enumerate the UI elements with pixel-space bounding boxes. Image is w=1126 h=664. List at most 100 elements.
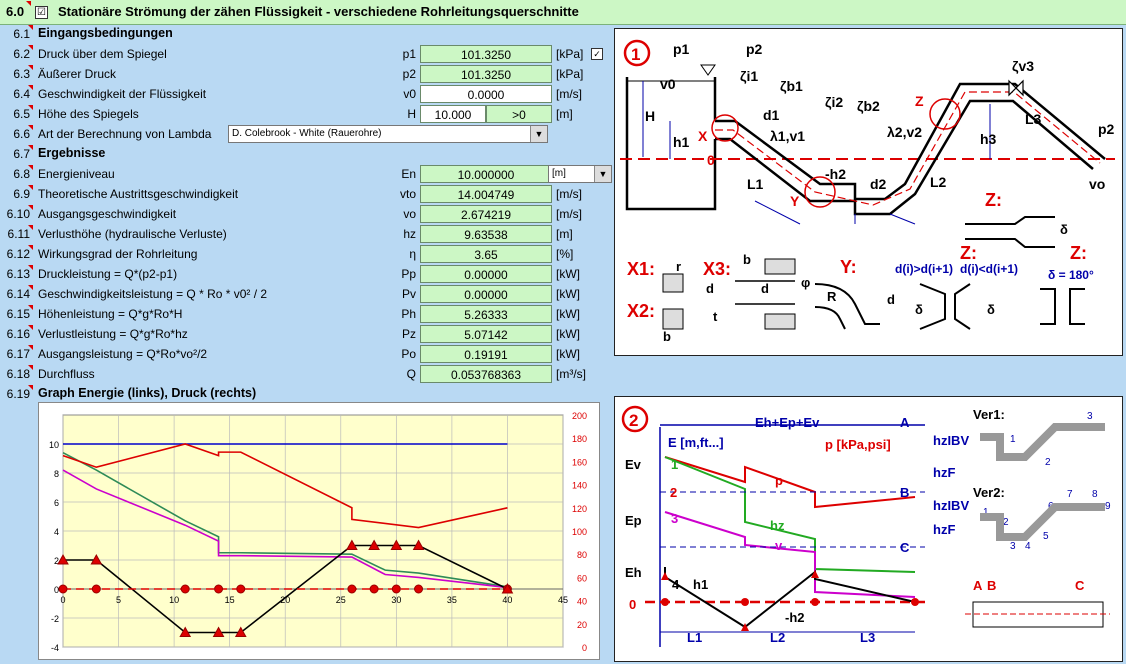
triangle-marker	[368, 539, 380, 550]
badge-circle	[623, 39, 651, 67]
svg-text:p1 p2 v0 ζi1 ζ: p1 p2 v0 ζi1 ζb1 ζi2 ζb2 ζv3 H h1 d1 λ1,…	[645, 41, 1118, 192]
section-checkbox[interactable]: ☑	[35, 6, 48, 19]
field-symbol: vo	[403, 207, 416, 221]
y-right-tick-label: 160	[572, 457, 587, 467]
comment-marker	[28, 85, 33, 90]
circle-marker	[214, 584, 224, 594]
triangle-marker	[57, 553, 69, 565]
field-label: Wirkungsgrad der Rohrleitung	[38, 247, 198, 261]
lambda-select[interactable]: D. Colebrook - White (Rauerohre)▼	[228, 125, 548, 143]
triangle-marker	[212, 626, 225, 637]
field-symbol: v0	[403, 87, 416, 101]
height-input[interactable]: 10.000	[420, 105, 486, 123]
result-value: 5.26333	[420, 305, 552, 323]
pipeline-diagram: 1 p1 p2 v0 ζi1 ζb1 ζi2 ζb2 ζv3 H h1 d1 λ…	[614, 28, 1123, 356]
x-tick-label: 20	[280, 595, 290, 605]
unit-label: [m/s]	[556, 87, 582, 101]
field-label: Höhe des Spiegels	[38, 107, 139, 121]
comment-marker	[28, 245, 33, 250]
chevron-down-icon[interactable]: ▼	[530, 126, 547, 142]
row-number: 6.1	[13, 27, 30, 41]
unit-label: [m³/s]	[556, 367, 586, 381]
comment-marker	[28, 385, 33, 390]
triangle-marker	[501, 582, 514, 594]
comment-marker	[28, 225, 33, 230]
unit-select-value: [m]	[552, 168, 566, 179]
energy-diagram: 2 Eh+Ep+Ev A E [m,ft...] B C L1 L2 L3 hz…	[614, 396, 1123, 662]
row-number: 6.9	[13, 187, 30, 201]
svg-text:Z: Z: Z: X1: X: Z: Z: Z: X1: X3: X2: Y:	[627, 190, 1092, 321]
field-label: Verlustleistung = Q*g*Ro*hz	[38, 327, 188, 341]
unit-label: [m/s]	[556, 207, 582, 221]
pipe-top	[715, 82, 1106, 201]
value-input[interactable]: 101.3250	[420, 65, 552, 83]
row-number: 6.16	[6, 327, 30, 341]
field-symbol: Pz	[401, 327, 416, 341]
y-right-tick-label: 180	[572, 434, 587, 444]
height-check: >0	[486, 105, 552, 123]
result-value: 5.07142	[420, 325, 552, 343]
x-tick-label: 30	[391, 595, 401, 605]
comment-marker	[28, 265, 33, 270]
circle-marker	[414, 584, 424, 594]
comment-marker	[28, 285, 33, 290]
row-number: 6.6	[13, 127, 30, 141]
field-label: Ausgangsleistung = Q*Ro*vo²/2	[38, 347, 208, 361]
x-tick-label: 15	[225, 595, 235, 605]
unit-label: [kW]	[556, 267, 580, 281]
comment-marker	[28, 105, 33, 110]
field-symbol: En	[401, 167, 416, 181]
comment-marker	[28, 305, 33, 310]
y-right-tick-label: 140	[572, 481, 587, 491]
svg-text:2: 2	[629, 411, 638, 430]
section-title: Eingangsbedingungen	[38, 26, 173, 40]
triangle-marker	[234, 626, 247, 637]
unit-label: [kW]	[556, 307, 580, 321]
row-number: 6.13	[6, 267, 30, 281]
chevron-down-icon[interactable]: ▼	[594, 166, 611, 182]
page-title: Stationäre Strömung der zähen Flüssigkei…	[58, 4, 579, 19]
result-value: 2.674219	[420, 205, 552, 223]
field-label: Durchfluss	[38, 367, 95, 381]
field-symbol: Q	[406, 367, 416, 381]
row-number: 6.3	[13, 67, 30, 81]
comment-marker	[28, 205, 33, 210]
unit-label: [kW]	[556, 287, 580, 301]
y-left-tick-label: 4	[54, 527, 59, 537]
comment-marker	[28, 65, 33, 70]
field-label: Ausgangsgeschwindigkeit	[38, 207, 177, 221]
field-label: Art der Berechnung von Lambda	[38, 127, 212, 141]
svg-text:Eh+Ep+Ev A E [m,ft...]: Eh+Ep+Ev A E [m,ft...] B C L1 L2 L3 hzIB…	[668, 415, 973, 645]
svg-text:1 3 hz v: 1 3 hz v	[671, 457, 788, 553]
value-input[interactable]: 101.3250	[420, 45, 552, 63]
unit-label: [kPa]	[556, 67, 584, 81]
field-label: Druckleistung = Q*(p2-p1)	[38, 267, 178, 281]
row-number: 6.4	[13, 87, 30, 101]
badge-number: 1	[631, 45, 640, 64]
field-symbol: Ph	[401, 307, 416, 321]
y-right-tick-label: 40	[577, 597, 587, 607]
triangle-marker	[412, 539, 425, 550]
field-label: Äußerer Druck	[38, 67, 117, 81]
result-value: 9.63538	[420, 225, 552, 243]
y-right-tick-label: 20	[577, 620, 587, 630]
row-number: 6.7	[13, 147, 30, 161]
unit-label: [kPa]	[556, 47, 584, 61]
y-right-tick-label: 0	[582, 643, 587, 653]
field-label: Geschwindigkeitsleistung = Q * Ro * v0² …	[38, 287, 268, 301]
tank-wall	[625, 77, 717, 211]
row-number: 6.17	[6, 347, 30, 361]
circle-marker	[236, 584, 246, 594]
series-line	[62, 443, 508, 529]
x-tick-label: 0	[60, 595, 65, 605]
comment-marker	[28, 185, 33, 190]
y-right-tick-label: 80	[577, 550, 587, 560]
circle-marker	[347, 584, 357, 594]
y-right-tick-label: 60	[577, 573, 587, 583]
unit-select[interactable]: [m] ▼	[548, 165, 612, 183]
pressure-checkbox[interactable]: ✓	[591, 48, 603, 60]
triangle-marker	[179, 626, 192, 637]
value-input[interactable]: 0.0000	[420, 85, 552, 103]
field-symbol: Pp	[401, 267, 416, 281]
